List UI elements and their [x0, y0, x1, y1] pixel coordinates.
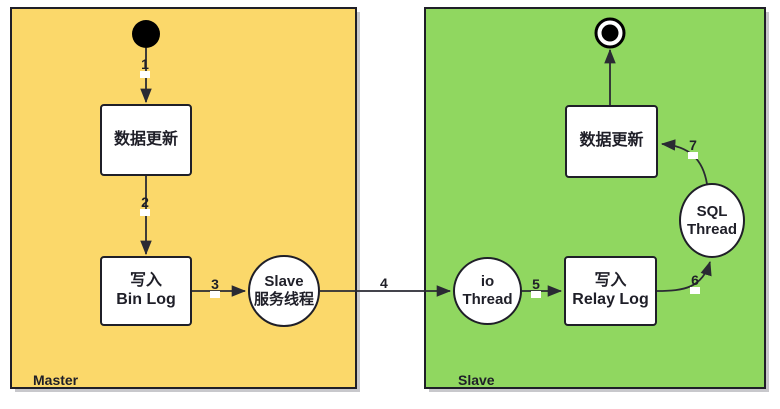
edge-label-chip [140, 71, 150, 78]
node-label-line: 服务线程 [253, 291, 314, 308]
node-label-line: Thread [686, 220, 737, 238]
node-sql-thread[interactable]: SQL Thread [679, 183, 745, 258]
edge-label-chip [690, 287, 700, 294]
edge-label-chip [688, 152, 698, 159]
start-node [132, 20, 160, 48]
master-container-label: Master [33, 372, 79, 388]
node-label-line: Bin Log [116, 291, 176, 308]
edge-label-text: 2 [141, 194, 149, 210]
slave-container-label: Slave [458, 372, 495, 388]
node-label-line: Relay Log [572, 291, 649, 308]
edge-label-chip [210, 291, 220, 298]
node-slave-relay-log[interactable]: 写入 Relay Log [564, 256, 657, 326]
edge-label-text: 5 [532, 276, 540, 292]
edge-label-4: 4 [380, 275, 388, 291]
edge-label-1: 1 [140, 56, 150, 78]
node-label-line: 写入 [129, 272, 162, 290]
node-io-thread[interactable]: io Thread [453, 257, 522, 325]
end-node-core [601, 24, 619, 42]
edge-6-line [656, 260, 712, 292]
edge-label-text: 1 [141, 56, 149, 72]
master-container [10, 7, 357, 389]
node-master-data-update[interactable]: 数据更新 [100, 104, 192, 176]
node-label-line: SQL [696, 202, 728, 220]
node-label-line: 数据更新 [579, 132, 644, 150]
node-label-line: 写入 [594, 272, 627, 290]
edge-label-text: 7 [689, 137, 697, 153]
edge-label-3: 3 [210, 276, 220, 298]
edge-label-text: 4 [380, 275, 388, 291]
node-slave-service-thread[interactable]: Slave 服务线程 [248, 255, 320, 327]
edge-label-chip [140, 209, 150, 216]
edge-label-2: 2 [140, 194, 150, 216]
edge-label-5: 5 [531, 276, 541, 298]
node-label-line: 数据更新 [113, 130, 178, 148]
edge-label-6: 6 [690, 272, 700, 294]
edge-label-text: 6 [691, 272, 699, 288]
node-slave-data-update[interactable]: 数据更新 [565, 105, 658, 178]
edge-label-7: 7 [688, 137, 698, 159]
edge-label-text: 3 [211, 276, 219, 292]
node-label-line: Thread [462, 291, 513, 308]
edge-label-chip [531, 291, 541, 298]
node-master-bin-log[interactable]: 写入 Bin Log [100, 256, 192, 326]
node-label-line: io [480, 273, 495, 291]
node-label-line: Slave [264, 273, 304, 291]
